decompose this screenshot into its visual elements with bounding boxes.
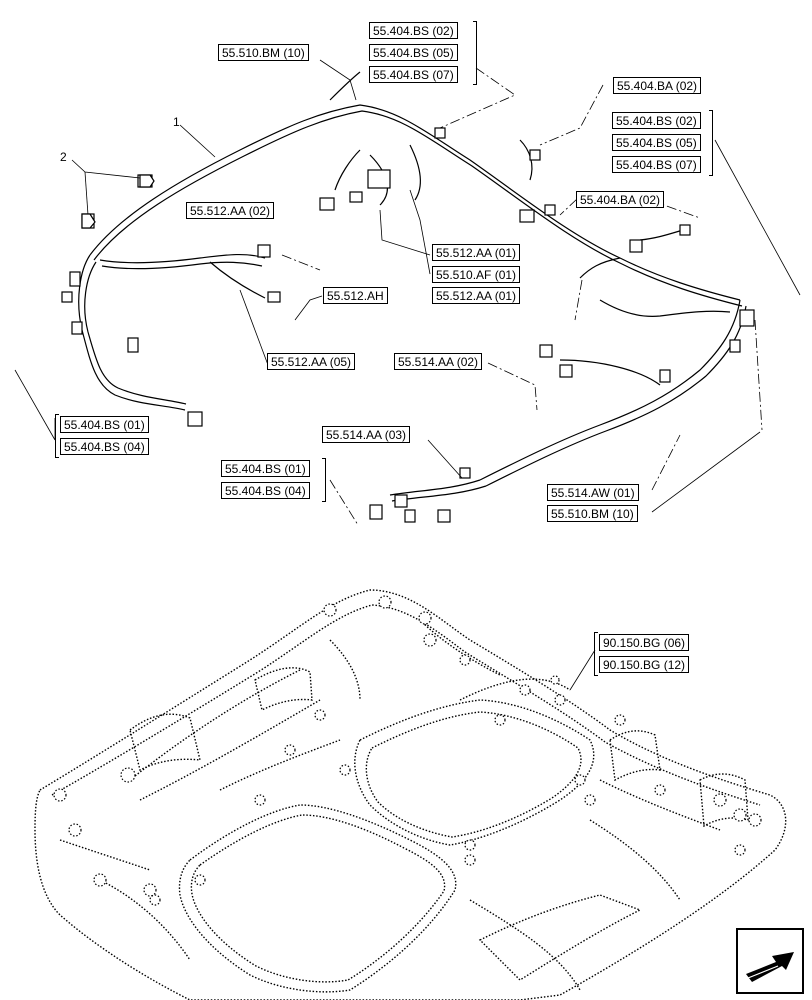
ref-90-150-bg-12[interactable]: 90.150.BG (12) <box>599 656 690 673</box>
ref-55-510-bm-10-top[interactable]: 55.510.BM (10) <box>218 44 309 61</box>
ref-55-404-bs-02-right[interactable]: 55.404.BS (02) <box>612 112 701 129</box>
ref-55-404-bs-05-right[interactable]: 55.404.BS (05) <box>612 134 701 151</box>
ref-55-514-aw-01[interactable]: 55.514.AW (01) <box>547 484 639 501</box>
ref-group-bracket-left <box>55 414 59 458</box>
ref-group-bracket-top <box>473 21 477 85</box>
item-1-callout: 1 <box>173 115 180 129</box>
ref-55-514-aa-02[interactable]: 55.514.AA (02) <box>394 353 483 370</box>
harness-connectors <box>61 127 755 523</box>
ref-55-404-bs-01-left[interactable]: 55.404.BS (01) <box>60 416 149 433</box>
ref-55-404-bs-05-top[interactable]: 55.404.BS (05) <box>369 44 458 61</box>
ref-55-512-aa-01-b[interactable]: 55.512.AA (01) <box>432 287 521 304</box>
item-2-callout: 2 <box>60 150 67 164</box>
ref-55-404-ba-02-b[interactable]: 55.404.BA (02) <box>576 191 665 208</box>
next-page-arrow-icon[interactable] <box>736 928 804 994</box>
ref-90-150-bg-06[interactable]: 90.150.BG (06) <box>599 634 690 651</box>
roof-mounting-points <box>53 595 762 906</box>
ref-55-404-bs-01-mid[interactable]: 55.404.BS (01) <box>221 460 310 477</box>
clips <box>81 174 155 229</box>
cab-roof <box>34 589 787 1000</box>
ref-55-510-af-01[interactable]: 55.510.AF (01) <box>432 266 521 283</box>
leader-lines <box>14 59 801 691</box>
ref-55-512-ah[interactable]: 55.512.AH <box>323 287 388 304</box>
ref-group-bracket-mid <box>322 458 326 502</box>
ref-group-bracket-right <box>709 110 713 176</box>
ref-55-512-aa-01-a[interactable]: 55.512.AA (01) <box>432 244 521 261</box>
ref-group-bracket-bg <box>594 632 598 676</box>
ref-55-404-bs-07-top[interactable]: 55.404.BS (07) <box>369 66 458 83</box>
ref-55-404-bs-04-left[interactable]: 55.404.BS (04) <box>60 438 149 455</box>
ref-55-514-aa-03[interactable]: 55.514.AA (03) <box>322 426 411 443</box>
ref-55-404-bs-07-right[interactable]: 55.404.BS (07) <box>612 156 701 173</box>
ref-55-510-bm-10-bottom[interactable]: 55.510.BM (10) <box>547 505 638 522</box>
ref-55-512-aa-02[interactable]: 55.512.AA (02) <box>186 202 275 219</box>
ref-55-512-aa-05[interactable]: 55.512.AA (05) <box>267 353 356 370</box>
ref-55-404-ba-02-a[interactable]: 55.404.BA (02) <box>613 77 702 94</box>
ref-55-404-bs-04-mid[interactable]: 55.404.BS (04) <box>221 482 310 499</box>
wiring-harness <box>78 71 747 502</box>
ref-55-404-bs-02-top[interactable]: 55.404.BS (02) <box>369 22 458 39</box>
